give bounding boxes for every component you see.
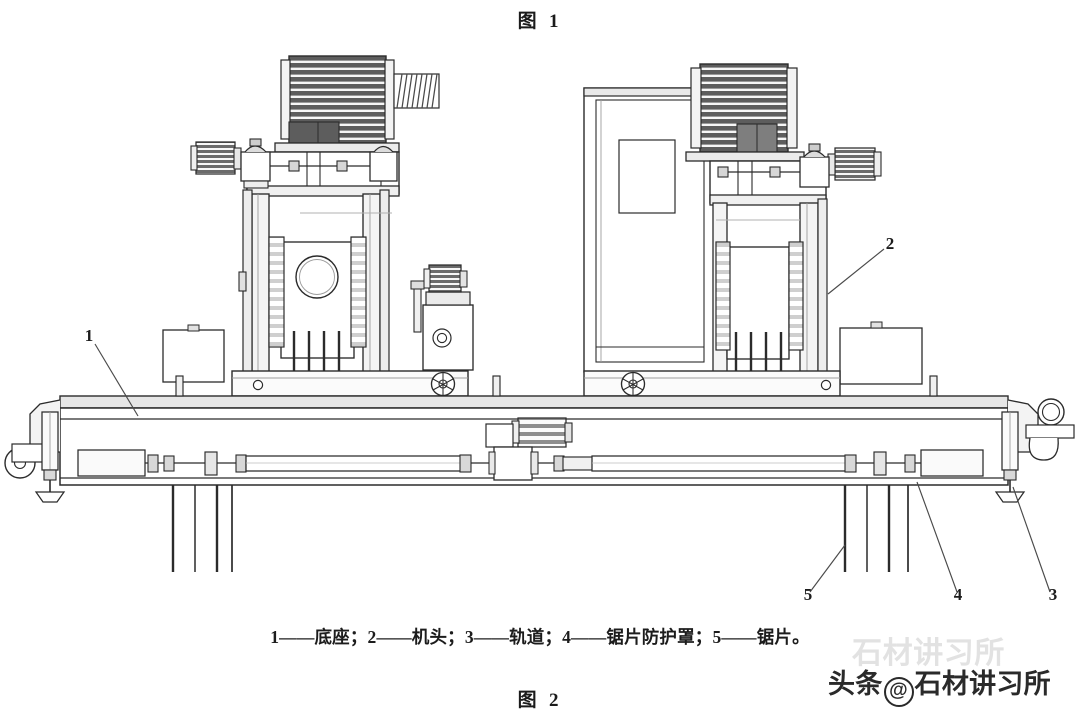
callout-number-3: 3 bbox=[1049, 585, 1058, 604]
callout-number-1: 1 bbox=[85, 326, 94, 345]
watermark-account-name: 石材讲习所 bbox=[914, 669, 1051, 699]
track-rail bbox=[59, 395, 1009, 409]
right-electrical-box bbox=[839, 321, 923, 385]
left-main-motor bbox=[274, 55, 440, 153]
leader-line-2 bbox=[827, 248, 885, 295]
saw-blades-left bbox=[171, 485, 233, 572]
right-main-motor bbox=[685, 63, 805, 162]
at-sign-icon: @ bbox=[883, 677, 914, 707]
base-left-end-roller bbox=[4, 399, 66, 503]
callout-number-2: 2 bbox=[886, 234, 895, 253]
saw-blades-right bbox=[843, 485, 909, 572]
leader-line-4 bbox=[916, 481, 958, 593]
right-blade-guard bbox=[734, 332, 783, 376]
watermark-main: 头条@石材讲习所 bbox=[828, 662, 1051, 707]
callout-number-4: 4 bbox=[954, 585, 963, 604]
figure-title-top: 图 1 bbox=[517, 11, 563, 32]
callout-leaders bbox=[94, 248, 1051, 593]
figure-title-bottom: 图 2 bbox=[517, 690, 563, 711]
left-electrical-box bbox=[162, 324, 225, 383]
base-support-posts bbox=[175, 375, 938, 397]
right-feed-motor bbox=[717, 143, 882, 188]
callout-number-5: 5 bbox=[804, 585, 813, 604]
center-drive-motor bbox=[471, 417, 573, 481]
figure-caption: 1——底座；2——机头；3——轨道；4——锯片防护罩；5——锯片。 bbox=[270, 627, 810, 647]
base-beam-and-track bbox=[4, 375, 1075, 503]
watermark-prefix: 头条 bbox=[828, 669, 883, 699]
left-feed-motor bbox=[190, 138, 398, 189]
left-machine-head bbox=[162, 55, 474, 397]
right-carriage-base bbox=[583, 370, 841, 397]
left-spindle-housing bbox=[268, 212, 392, 378]
left-blade-guard bbox=[292, 331, 341, 378]
left-carriage-base bbox=[231, 370, 469, 397]
left-hydraulic-unit bbox=[410, 264, 474, 371]
right-machine-head bbox=[583, 63, 923, 397]
drive-shaft-right bbox=[538, 449, 984, 477]
leader-line-5 bbox=[809, 544, 846, 593]
watermark-faint-text: 石材讲习所 bbox=[852, 637, 1005, 670]
base-right-end-bracket bbox=[994, 398, 1075, 503]
leader-line-3 bbox=[1012, 486, 1051, 593]
right-spindle-housing bbox=[715, 219, 804, 376]
leader-line-1 bbox=[94, 343, 139, 417]
drive-shaft-left bbox=[77, 449, 472, 477]
right-enclosure-cabinet bbox=[583, 87, 717, 373]
